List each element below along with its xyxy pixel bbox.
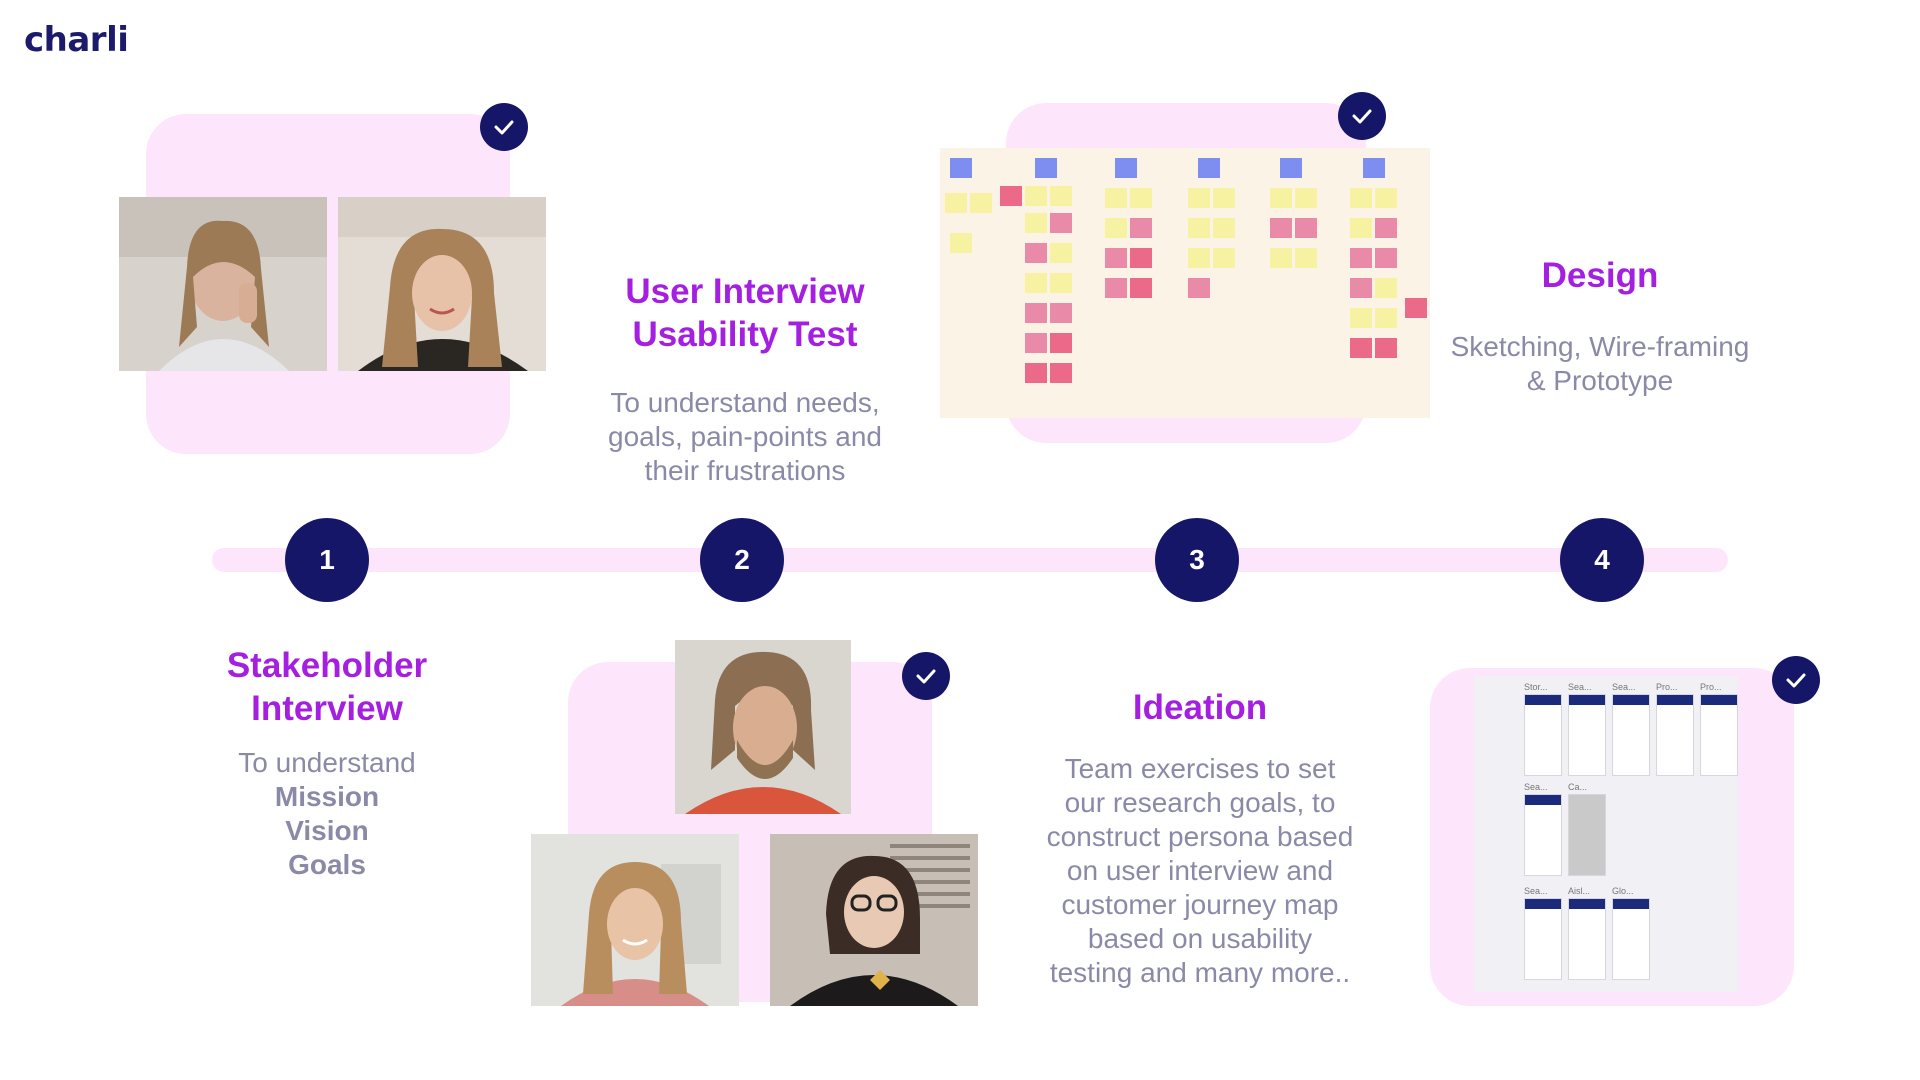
step-2-number: 2	[734, 544, 750, 575]
stakeholder-title-line2: Interview	[251, 689, 403, 728]
design-check-badge	[1772, 656, 1820, 704]
logo-text: charli	[24, 20, 129, 60]
stakeholder-description: To understand Mission Vision Goals	[170, 746, 484, 882]
ideation-desc-line1: Team exercises to set	[1064, 753, 1336, 784]
wireframe-screen	[1568, 694, 1606, 776]
step-3-number: 3	[1189, 544, 1205, 575]
design-desc-line1: Sketching, Wire-framing	[1450, 331, 1750, 362]
user-interview-title-line1: User Interview	[625, 272, 865, 311]
stakeholder-desc-line1: To understand	[238, 747, 416, 778]
wireframe-label-8: Sea...	[1524, 886, 1548, 896]
design-desc-line2: & Prototype	[1526, 365, 1674, 396]
wireframe-label-2: Sea...	[1568, 682, 1592, 692]
stakeholder-photo-2	[338, 197, 546, 371]
ideation-desc-line7: testing and many more..	[1049, 957, 1351, 988]
wireframe-label-3: Sea...	[1612, 682, 1636, 692]
wireframe-label-7: Ca...	[1568, 782, 1588, 792]
stakeholder-photo-1	[119, 197, 327, 371]
ideation-check-badge	[1338, 92, 1386, 140]
wireframe-label-10: Glo...	[1612, 886, 1634, 896]
check-icon	[494, 120, 514, 135]
step-4-marker: 4	[1560, 518, 1644, 602]
wireframe-screen	[1612, 898, 1650, 980]
wireframe-screen	[1568, 898, 1606, 980]
user-interview-check-badge	[902, 652, 950, 700]
design-title-text: Design	[1541, 256, 1659, 295]
user-interview-description: To understand needs, goals, pain-points …	[560, 386, 930, 488]
step-3-marker: 3	[1155, 518, 1239, 602]
step-4-number: 4	[1594, 544, 1610, 575]
check-icon	[1352, 109, 1372, 124]
stakeholder-check-badge	[480, 103, 528, 151]
wireframe-camera-screen	[1568, 794, 1606, 876]
wireframe-screen	[1612, 694, 1650, 776]
user-interview-photo-3	[770, 834, 978, 1006]
ideation-desc-line3: construct persona based	[1046, 821, 1354, 852]
check-icon	[1786, 673, 1806, 688]
step-1-number: 1	[319, 544, 335, 575]
ideation-desc-line5: customer journey map	[1061, 889, 1339, 920]
user-interview-desc-line3: their frustrations	[644, 455, 846, 486]
user-interview-photo-1	[675, 640, 851, 814]
sticky-note-board	[940, 148, 1430, 418]
wireframe-screen	[1524, 694, 1562, 776]
stakeholder-title: Stakeholder Interview	[170, 644, 484, 730]
user-interview-title-line2: Usability Test	[632, 315, 858, 354]
wireframe-screen	[1656, 694, 1694, 776]
user-interview-desc-line2: goals, pain-points and	[608, 421, 882, 452]
wireframe-label-9: Aisl...	[1568, 886, 1591, 896]
timeline-track	[212, 548, 1728, 572]
stakeholder-desc-line4: Goals	[288, 849, 366, 880]
design-description: Sketching, Wire-framing & Prototype	[1420, 330, 1780, 398]
wireframe-label-5: Pro...	[1700, 682, 1722, 692]
wireframe-board: Stor... Sea... Sea... Pro... Pro... Sea.…	[1474, 676, 1738, 992]
check-icon	[916, 669, 936, 684]
wireframe-label-6: Sea...	[1524, 782, 1548, 792]
ideation-description: Team exercises to set our research goals…	[1020, 752, 1380, 990]
wireframe-screen	[1524, 794, 1562, 876]
wireframe-label-4: Pro...	[1656, 682, 1678, 692]
user-interview-desc-line1: To understand needs,	[610, 387, 880, 418]
wireframe-screen	[1524, 898, 1562, 980]
ideation-title-text: Ideation	[1132, 688, 1268, 727]
stakeholder-title-line1: Stakeholder	[226, 646, 428, 685]
charli-logo: charli	[24, 20, 129, 60]
user-interview-title: User Interview Usability Test	[560, 270, 930, 356]
ideation-desc-line4: on user interview and	[1066, 855, 1334, 886]
step-2-marker: 2	[700, 518, 784, 602]
wireframe-screen	[1700, 694, 1738, 776]
user-interview-photo-2	[531, 834, 739, 1006]
wireframe-label-1: Stor...	[1524, 682, 1548, 692]
step-1-marker: 1	[285, 518, 369, 602]
ideation-desc-line2: our research goals, to	[1064, 787, 1336, 818]
ideation-title: Ideation	[1040, 686, 1360, 729]
design-title: Design	[1440, 254, 1760, 297]
stakeholder-desc-line2: Mission	[274, 781, 380, 812]
ideation-desc-line6: based on usability	[1087, 923, 1313, 954]
stakeholder-desc-line3: Vision	[285, 815, 369, 846]
